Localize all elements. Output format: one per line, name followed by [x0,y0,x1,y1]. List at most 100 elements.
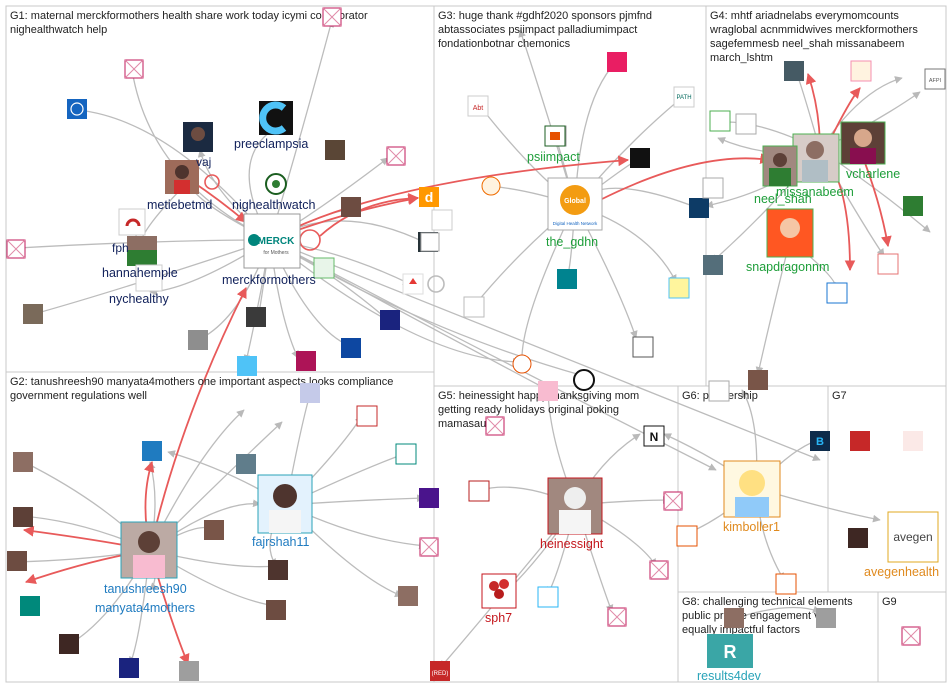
avatar-node[interactable] [341,197,361,217]
avatar-node[interactable] [776,574,796,594]
avatar-node[interactable] [878,254,898,274]
avatar-node[interactable] [709,381,729,401]
avatar-node[interactable] [669,278,689,298]
avatar-node[interactable] [119,658,139,678]
broken-image-node[interactable] [387,147,405,165]
avatar-node[interactable] [513,355,531,373]
avatar-node[interactable] [396,444,416,464]
broken-image-node[interactable] [486,417,504,435]
avatar-node[interactable] [557,269,577,289]
avatar-node[interactable] [703,255,723,275]
node-psiimpact[interactable] [545,126,565,146]
node-tanushreesh90[interactable] [121,522,177,578]
avatar-node[interactable] [59,634,79,654]
node-kimboller1[interactable] [724,461,780,517]
broken-image-node[interactable] [608,608,626,626]
node-merckformothers[interactable]: MERCK for Mothers [244,214,300,268]
node-vaj[interactable] [183,122,213,152]
avatar-node[interactable] [850,431,870,451]
avatar-node[interactable] [13,507,33,527]
broken-image-node[interactable] [650,561,668,579]
avatar-node[interactable] [538,587,558,607]
avatar-node[interactable] [268,560,288,580]
broken-image-node[interactable] [902,627,920,645]
avatar-node[interactable] [341,338,361,358]
avatar-node[interactable] [20,596,40,616]
avatar-node[interactable] [204,520,224,540]
avatar-node[interactable] [398,586,418,606]
avatar-node[interactable] [633,337,653,357]
avatar-node[interactable] [237,356,257,376]
node-preeclampsia[interactable] [259,101,293,135]
avatar-node[interactable] [903,196,923,216]
avatar-node[interactable] [266,600,286,620]
avatar-node[interactable] [607,52,627,72]
avatar-node[interactable] [142,441,162,461]
node-sph7[interactable] [482,574,516,608]
avatar-node[interactable] [784,61,804,81]
avatar-node[interactable] [851,61,871,81]
node-fajrshah11[interactable] [258,475,312,533]
avatar-node[interactable] [188,330,208,350]
node-avegenhealth[interactable]: avegen [888,512,938,562]
avatar-node[interactable] [419,488,439,508]
label-nychealthy: nychealthy [109,292,170,306]
avatar-node[interactable] [179,661,199,681]
node-missanabeem[interactable] [793,134,839,182]
avatar-node[interactable] [630,148,650,168]
broken-image-node[interactable] [7,240,25,258]
avatar-node[interactable] [816,608,836,628]
avatar-node[interactable] [689,198,709,218]
avatar-node[interactable] [710,111,730,131]
avatar-node[interactable] [903,431,923,451]
avatar-node[interactable] [432,210,452,230]
g3-title-line1: G3: huge thank #gdhf2020 sponsors pjmfnd [438,10,652,22]
g1-title-line1: G1: maternal merckformothers health shar… [10,10,368,22]
avatar-node[interactable] [827,283,847,303]
node-the_gdhn[interactable]: Global Digital Health Network [548,178,602,230]
node-vcharlene[interactable] [841,122,885,164]
label-avegenhealth: avegenhealth [864,565,939,579]
node-metiebetmd[interactable] [165,160,199,194]
avatar-node[interactable] [703,178,723,198]
avatar-node[interactable] [724,608,744,628]
avatar-node[interactable] [246,307,266,327]
avatar-node[interactable] [736,114,756,134]
g2-title-line1: G2: tanushreesh90 manyata4mothers one im… [10,376,393,388]
node-snapdragonnm[interactable] [767,209,813,257]
avatar-node[interactable] [482,177,500,195]
avatar-node[interactable] [574,370,594,390]
avatar-node[interactable] [748,370,768,390]
avatar-node[interactable] [848,528,868,548]
node-fph[interactable] [119,209,145,235]
node-nighealthwatch[interactable] [266,174,286,194]
node-hannahemple[interactable] [127,236,157,266]
avatar-node[interactable] [236,454,256,474]
avatar-node[interactable] [538,381,558,401]
avatar-node[interactable] [314,258,334,278]
node-results4dev[interactable]: R [707,634,753,668]
broken-image-node[interactable] [420,538,438,556]
avatar-node[interactable] [23,304,43,324]
avatar-node[interactable] [13,452,33,472]
avatar-node[interactable] [325,140,345,160]
label-neel_shah: neel_shah [754,192,812,206]
node-neel_shah[interactable] [763,146,797,186]
abt-label: Abt [473,105,484,112]
avatar-node[interactable] [469,481,489,501]
avatar-node[interactable] [357,406,377,426]
g8-title-line2: public private engagement vital [682,610,834,622]
avatar-node[interactable] [296,351,316,371]
node-gray-loop[interactable] [421,233,439,251]
avatar-node[interactable] [380,310,400,330]
broken-image-node[interactable] [664,492,682,510]
broken-image-node[interactable] [125,60,143,78]
node-heinessight[interactable] [548,478,602,534]
avatar-node[interactable] [300,383,320,403]
avatar-node[interactable] [464,297,484,317]
avatar-node[interactable] [7,551,27,571]
un-logo-node[interactable] [67,99,87,119]
avatar-node[interactable] [677,526,697,546]
broken-image-node[interactable] [323,8,341,26]
